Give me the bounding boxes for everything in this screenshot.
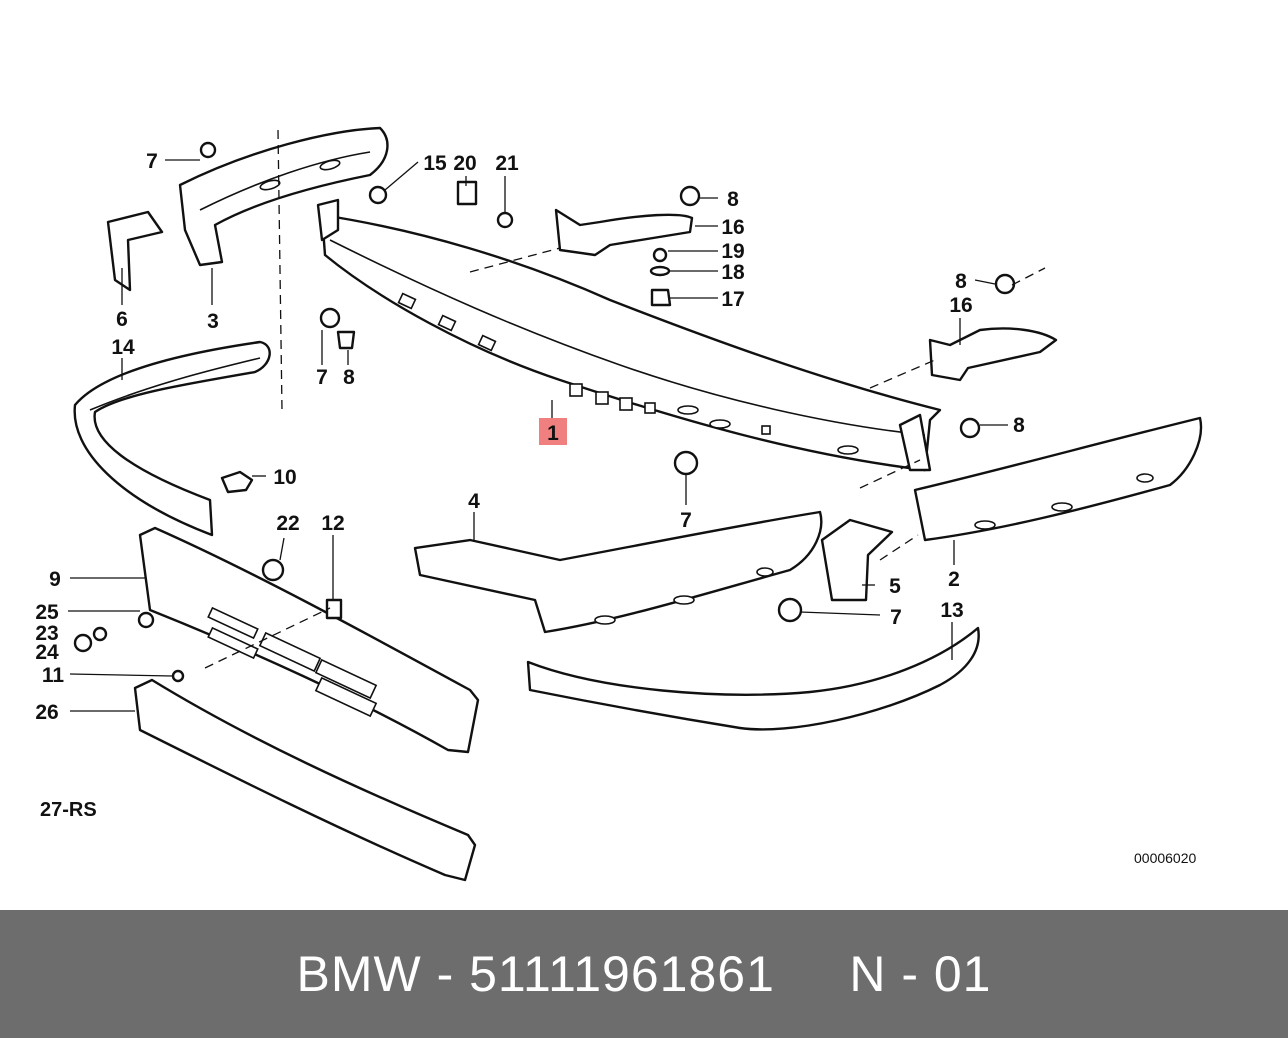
clip-part-10 <box>220 470 254 494</box>
callout-10[interactable]: 10 <box>273 466 296 489</box>
callout-3[interactable]: 3 <box>207 310 219 333</box>
callout-17[interactable]: 17 <box>721 288 744 311</box>
callout-14[interactable]: 14 <box>111 336 135 359</box>
callout-16-b[interactable]: 16 <box>949 294 972 317</box>
callout-8-d[interactable]: 8 <box>1013 414 1025 437</box>
callout-5[interactable]: 5 <box>889 575 901 598</box>
footer-bar: BMW - 51111961861 N - 01 <box>0 910 1288 1038</box>
callout-6[interactable]: 6 <box>116 308 128 331</box>
highlight-box <box>539 418 567 445</box>
bracket-part-5 <box>820 518 894 602</box>
callout-2[interactable]: 2 <box>948 568 960 591</box>
callout-12[interactable]: 12 <box>321 512 344 535</box>
bumper-end-part-14 <box>73 340 271 537</box>
callout-20[interactable]: 20 <box>453 152 476 175</box>
callout-24[interactable]: 24 <box>35 641 59 664</box>
leader-lines <box>68 159 1008 712</box>
callout-19[interactable]: 19 <box>721 240 744 263</box>
fasteners <box>73 141 1016 683</box>
callout-7-d[interactable]: 7 <box>890 606 902 629</box>
callout-23[interactable]: 23 <box>35 622 58 645</box>
group-code: 27-RS <box>40 799 97 821</box>
bumper-carrier-part-1 <box>316 198 942 472</box>
callout-9[interactable]: 9 <box>49 568 61 591</box>
callout-22[interactable]: 22 <box>276 512 299 535</box>
callout-1[interactable]: 1 <box>547 422 559 445</box>
bracket-part-6 <box>106 210 164 292</box>
spoiler-part-9 <box>138 526 480 754</box>
bumper-section-part-4 <box>413 510 823 634</box>
callout-7-a[interactable]: 7 <box>146 150 158 173</box>
callout-13[interactable]: 13 <box>940 599 963 622</box>
callouts: 1 2 3 4 5 6 7 7 7 7 8 8 8 8 9 10 11 12 1… <box>35 150 1025 724</box>
callout-26[interactable]: 26 <box>35 701 58 724</box>
bumper-end-part-2 <box>913 416 1203 542</box>
callout-11[interactable]: 11 <box>42 664 65 687</box>
callout-18[interactable]: 18 <box>721 261 745 284</box>
alignment-lines <box>204 129 1046 669</box>
callout-7-c[interactable]: 7 <box>680 509 692 532</box>
callout-25[interactable]: 25 <box>35 601 59 624</box>
bracket-part-16-left <box>554 208 694 257</box>
part-number-caption: BMW - 51111961861 N - 01 <box>296 946 992 1002</box>
parts-diagram: 1 2 3 4 5 6 7 7 7 7 8 8 8 8 9 10 11 12 1… <box>35 126 1203 882</box>
callout-21[interactable]: 21 <box>495 152 519 175</box>
plate-number: 00006020 <box>1134 850 1197 866</box>
strip-part-26 <box>133 678 477 882</box>
callout-8-c[interactable]: 8 <box>955 270 967 293</box>
bracket-part-16-right <box>928 327 1058 382</box>
callout-16-a[interactable]: 16 <box>721 216 744 239</box>
callout-8-b[interactable]: 8 <box>343 366 355 389</box>
callout-15[interactable]: 15 <box>423 152 447 175</box>
exploded-view-drawing: 1 2 3 4 5 6 7 7 7 7 8 8 8 8 9 10 11 12 1… <box>35 126 1203 882</box>
callout-8-a[interactable]: 8 <box>727 188 739 211</box>
callout-4[interactable]: 4 <box>468 490 480 513</box>
callout-7-b[interactable]: 7 <box>316 366 328 389</box>
trim-strip-part-13 <box>526 626 980 731</box>
bracket-part-3 <box>178 126 389 267</box>
